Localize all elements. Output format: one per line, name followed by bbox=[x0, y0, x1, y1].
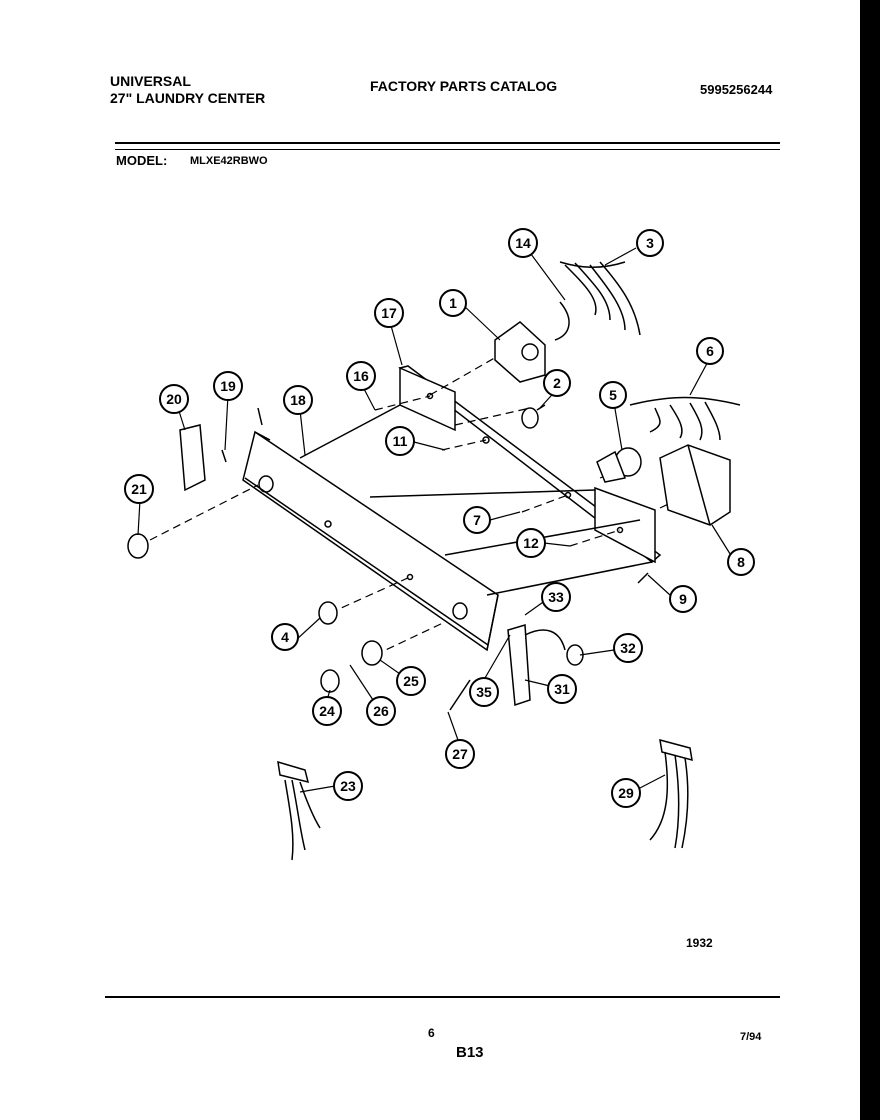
scan-border bbox=[860, 0, 880, 1120]
callout-label: 20 bbox=[166, 391, 182, 407]
callout-27 bbox=[445, 739, 475, 769]
callout-label: 32 bbox=[620, 640, 636, 656]
callout-label: 21 bbox=[131, 481, 147, 497]
callout-label: 26 bbox=[373, 703, 389, 719]
callout-1 bbox=[439, 289, 467, 317]
callout-21 bbox=[124, 474, 154, 504]
callout-17 bbox=[374, 298, 404, 328]
callout-6 bbox=[696, 337, 724, 365]
page-number: 6 bbox=[428, 1026, 435, 1040]
callout-19 bbox=[213, 371, 243, 401]
callout-20 bbox=[159, 384, 189, 414]
footer-rule bbox=[105, 996, 780, 998]
callout-label: 1 bbox=[449, 295, 457, 311]
brand-name: UNIVERSAL bbox=[110, 73, 191, 89]
callout-11 bbox=[385, 426, 415, 456]
callout-23 bbox=[333, 771, 363, 801]
callout-label: 35 bbox=[476, 684, 492, 700]
callout-label: 27 bbox=[452, 746, 468, 762]
callout-29 bbox=[611, 778, 641, 808]
callout-label: 14 bbox=[515, 235, 531, 251]
connector-23 bbox=[277, 760, 310, 784]
callout-35 bbox=[469, 677, 499, 707]
callout-label: 8 bbox=[737, 554, 745, 570]
exploded-parts-diagram: 1 2 3 4 5 6 7 8 9 11 12 14 16 17 18 19 2… bbox=[124, 228, 755, 861]
timer-part bbox=[494, 321, 546, 383]
callout-label: 29 bbox=[618, 785, 634, 801]
callout-label: 4 bbox=[281, 629, 289, 645]
control-panel bbox=[242, 430, 499, 652]
model-label: MODEL: bbox=[116, 153, 168, 168]
callout-label: 18 bbox=[290, 392, 306, 408]
callout-18 bbox=[283, 385, 313, 415]
connector-29 bbox=[659, 738, 693, 762]
lock-bracket bbox=[179, 424, 206, 492]
callout-label: 33 bbox=[548, 589, 564, 605]
callout-3 bbox=[636, 229, 664, 257]
callout-9 bbox=[669, 585, 697, 613]
callout-32 bbox=[613, 633, 643, 663]
callout-4 bbox=[271, 623, 299, 651]
callout-label: 31 bbox=[554, 681, 570, 697]
callout-26 bbox=[366, 696, 396, 726]
callout-5 bbox=[599, 381, 627, 409]
callout-16 bbox=[346, 361, 376, 391]
model-number: MLXE42RBWO bbox=[190, 155, 268, 167]
callout-label: 5 bbox=[609, 387, 617, 403]
catalog-number: 5995256244 bbox=[700, 82, 773, 97]
callout-label: 9 bbox=[679, 591, 687, 607]
callout-label: 19 bbox=[220, 378, 236, 394]
callout-31 bbox=[547, 674, 577, 704]
callout-label: 3 bbox=[646, 235, 654, 251]
callout-25 bbox=[396, 666, 426, 696]
callout-label: 25 bbox=[403, 673, 419, 689]
callout-7 bbox=[463, 506, 491, 534]
callout-label: 24 bbox=[319, 703, 335, 719]
callout-33 bbox=[541, 582, 571, 612]
callout-label: 6 bbox=[706, 343, 714, 359]
figure-code: 1932 bbox=[686, 936, 713, 950]
callout-2 bbox=[543, 369, 571, 397]
catalog-title: FACTORY PARTS CATALOG bbox=[370, 78, 558, 94]
callout-label: 23 bbox=[340, 778, 356, 794]
callouts bbox=[124, 228, 755, 808]
header-rule bbox=[115, 142, 780, 144]
callout-label: 12 bbox=[523, 535, 539, 551]
callout-12 bbox=[516, 528, 546, 558]
callout-24 bbox=[312, 696, 342, 726]
callout-label: 11 bbox=[393, 433, 408, 449]
header-rule-thin bbox=[115, 149, 780, 150]
callout-label: 16 bbox=[353, 368, 369, 384]
revision-date: 7/94 bbox=[740, 1031, 762, 1043]
callout-label: 7 bbox=[473, 512, 481, 528]
callout-14 bbox=[508, 228, 538, 258]
callout-label: 17 bbox=[381, 305, 397, 321]
receptacle-box bbox=[659, 444, 731, 526]
callout-label: 2 bbox=[553, 375, 561, 391]
section-code: B13 bbox=[456, 1044, 484, 1061]
product-name: 27" LAUNDRY CENTER bbox=[110, 90, 266, 106]
callout-8 bbox=[727, 548, 755, 576]
